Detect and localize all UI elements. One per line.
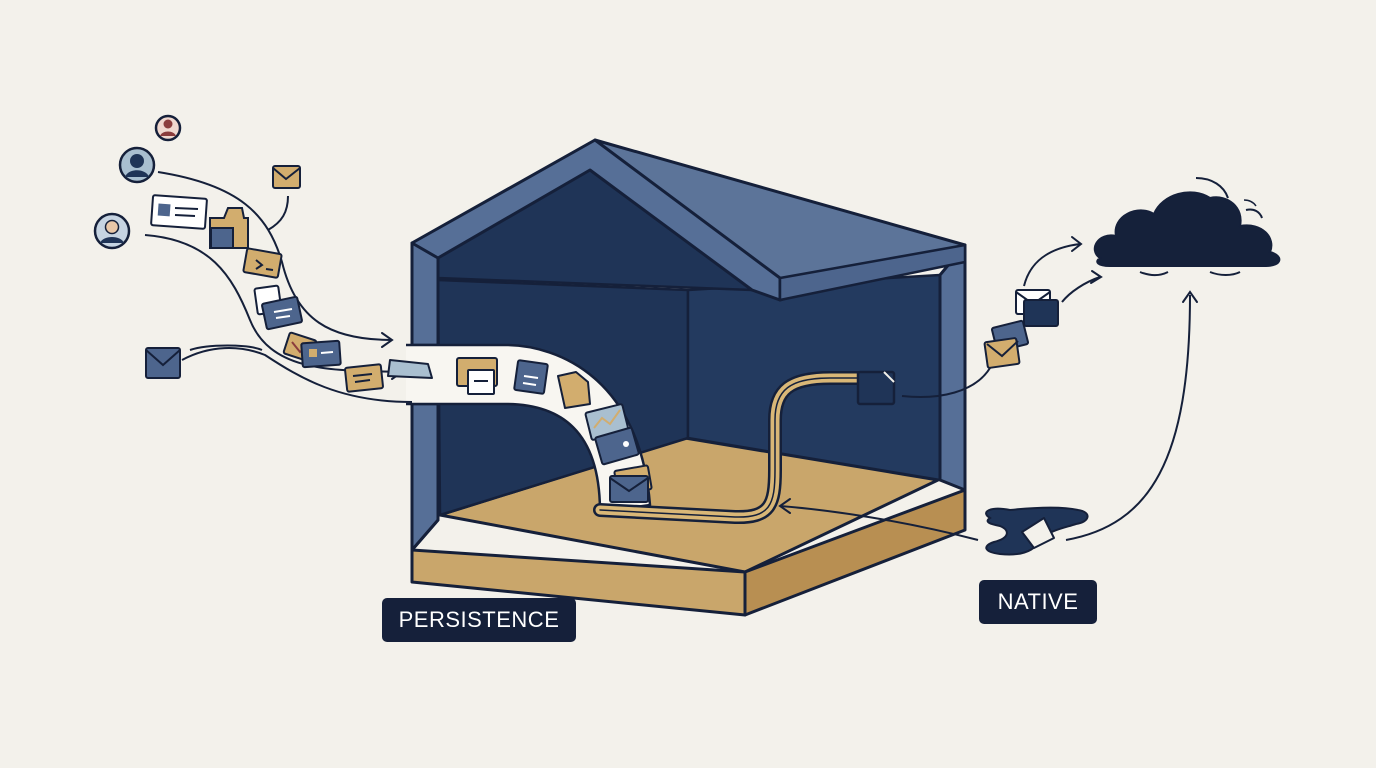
id-card-icon [300,339,342,369]
document-icon [557,371,591,409]
envelope-icon [145,347,181,379]
document-icon [261,295,303,331]
folder-icon [209,207,249,249]
floor-right-face [743,488,967,617]
pipe [593,371,872,525]
roof-eave [778,243,967,302]
persistence-label: PERSISTENCE [382,598,576,642]
puddle-icon [985,506,1089,556]
document-icon [513,359,549,395]
envelope-icon [983,337,1021,369]
id-card-icon [150,194,208,230]
id-card-icon [594,426,640,466]
document-icon [387,359,433,379]
outgoing-flow-lines [779,243,1191,541]
envelope-icon [242,247,283,279]
document-icon [344,363,384,393]
cloud-icon [1093,177,1281,276]
arrowheads [778,236,1198,514]
user-avatar-icon [154,114,182,142]
user-avatar-icon [93,212,131,250]
house-right-wall [938,243,967,492]
folder-icon [456,357,498,395]
user-avatar-icon [118,146,156,184]
envelope-icon [272,165,301,189]
envelope-icon [609,464,653,503]
envelope-icon [1023,299,1059,327]
native-label: NATIVE [979,580,1097,624]
document-icon [856,370,896,406]
